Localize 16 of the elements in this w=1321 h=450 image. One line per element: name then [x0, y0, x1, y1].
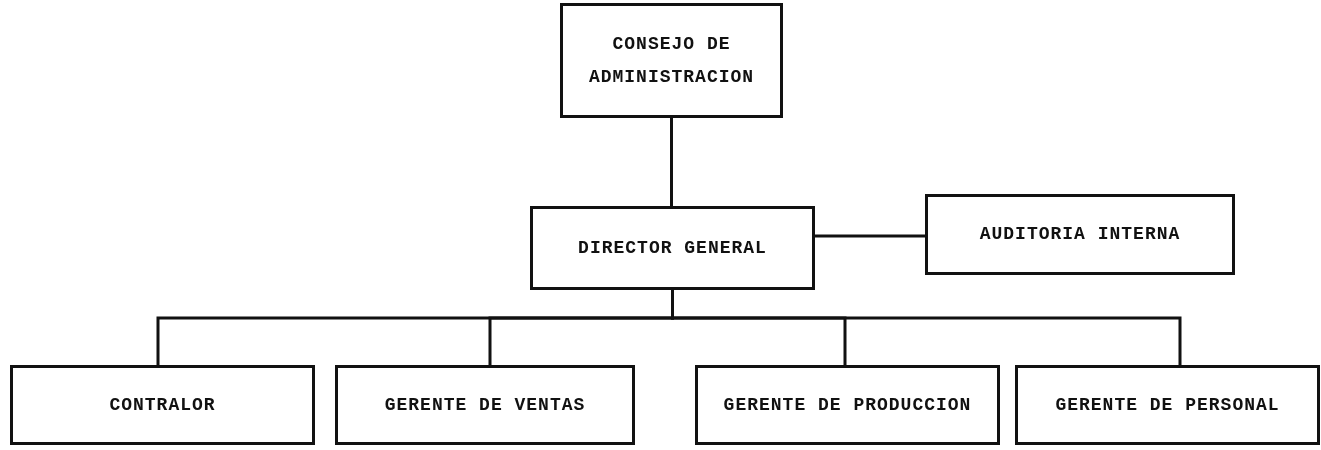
connector-line: [670, 118, 673, 206]
org-box: [10, 365, 315, 445]
org-box: [695, 365, 1000, 445]
box-label: AUDITORIA INTERNA: [979, 223, 1181, 247]
org-box: [925, 194, 1235, 275]
box-label: CONSEJO DE ADMINISTRACION: [587, 33, 756, 89]
org-box: [560, 3, 783, 118]
org-box: [530, 206, 815, 290]
box-label: GERENTE DE VENTAS: [384, 393, 586, 417]
box-label: GERENTE DE PRODUCCION: [723, 393, 972, 417]
box-label: DIRECTOR GENERAL: [578, 236, 767, 260]
org-box: [335, 365, 635, 445]
box-label: GERENTE DE PERSONAL: [1055, 393, 1280, 417]
org-box: [1015, 365, 1320, 445]
connector-line: [815, 234, 925, 238]
box-label: CONTRALOR: [109, 393, 216, 417]
